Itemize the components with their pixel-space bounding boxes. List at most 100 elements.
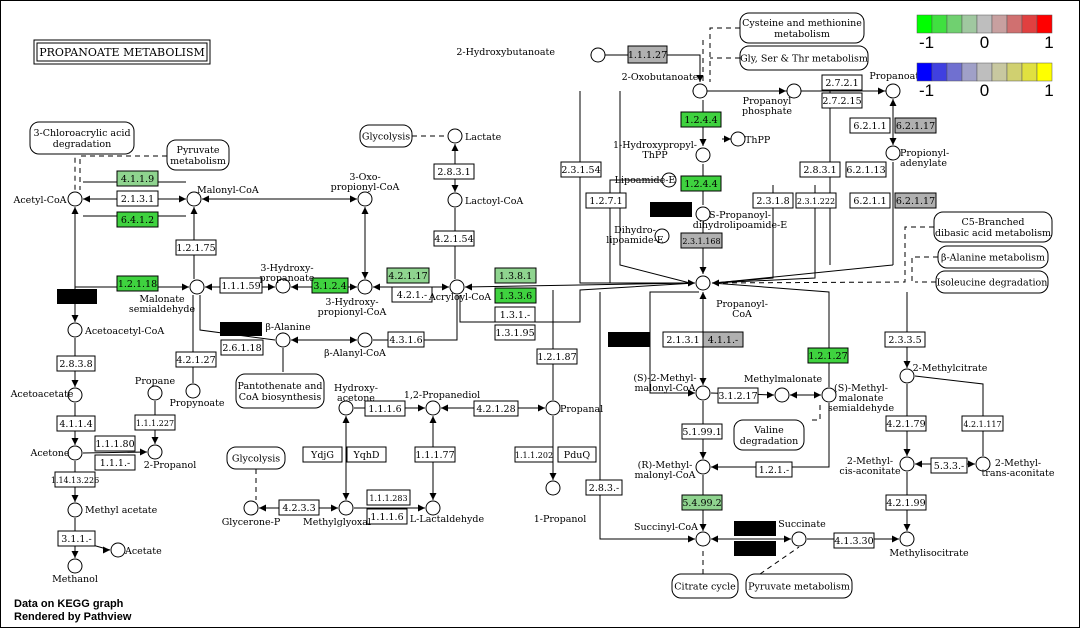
enzyme-box[interactable] [849, 117, 891, 134]
enzyme-1-1-1-6[interactable]: 1.1.1.6 [364, 400, 406, 417]
enzyme-4-2-1-27[interactable]: 4.2.1.27 [175, 351, 217, 368]
compound-node[interactable] [67, 445, 83, 461]
compound-node[interactable] [695, 531, 711, 547]
map-link-m10[interactable]: Glycolysis [226, 446, 286, 470]
compound-node[interactable] [447, 192, 463, 208]
enzyme-box[interactable] [57, 530, 96, 547]
enzyme-6-2-1-17[interactable]: 6.2.1.17 [894, 117, 937, 134]
enzyme-box[interactable] [536, 348, 578, 365]
compound-node[interactable] [821, 387, 837, 403]
compound-node[interactable] [899, 456, 915, 472]
enzyme-box[interactable] [821, 74, 863, 91]
enzyme-1-3-8-1[interactable]: 1.3.8.1 [494, 267, 537, 284]
enzyme-3-1-2-4[interactable]: 3.1.2.4 [311, 277, 349, 294]
compound-node[interactable] [590, 47, 606, 63]
enzyme-1-1-1-77[interactable]: 1.1.1.77 [414, 446, 456, 463]
compound-node[interactable] [975, 456, 991, 472]
enzyme-box[interactable] [473, 400, 519, 417]
enzyme-box[interactable] [627, 45, 668, 64]
map-link-m12[interactable]: Citrate cycle [671, 573, 739, 599]
enzyme-1-1-1-202[interactable]: 1.1.1.202 [514, 446, 554, 463]
enzyme-box[interactable] [494, 267, 537, 284]
enzyme-box[interactable] [346, 446, 387, 463]
enzyme-box[interactable] [680, 232, 723, 249]
enzyme-1-2-7-1[interactable]: 1.2.7.1 [585, 192, 627, 209]
map-box[interactable] [739, 45, 869, 71]
compound-node[interactable] [695, 206, 711, 222]
enzyme-box[interactable] [364, 400, 406, 417]
enzyme-box[interactable] [894, 192, 937, 209]
enzyme-4-1-3-30[interactable]: 4.1.3.30 [833, 532, 875, 549]
enzyme-box[interactable] [680, 175, 722, 192]
compound-node[interactable] [791, 531, 807, 547]
compound-node[interactable] [449, 279, 465, 295]
enzyme-box[interactable] [366, 508, 408, 525]
compound-node[interactable] [110, 542, 126, 558]
compound-node[interactable] [243, 500, 259, 516]
enzyme-6-2-1-13[interactable]: 6.2.1.13 [845, 161, 887, 178]
enzyme-4-2-1-99[interactable]: 4.2.1.99 [885, 494, 927, 511]
enzyme-PduQ[interactable]: PduQ [557, 446, 597, 463]
enzyme-2-3-1-8[interactable]: 2.3.1.8 [752, 192, 794, 209]
enzyme-4-2-1-17[interactable]: 4.2.1.17 [386, 267, 430, 284]
enzyme-1-1-1-27[interactable]: 1.1.1.27 [627, 45, 668, 64]
enzyme-1-3-3-6[interactable]: 1.3.3.6 [494, 287, 537, 304]
enzyme-1-2-4-4[interactable]: 1.2.4.4 [680, 111, 722, 128]
compound-node[interactable] [147, 444, 163, 460]
map-box[interactable] [739, 12, 865, 44]
enzyme-1-2-1-27[interactable]: 1.2.1.27 [807, 347, 849, 364]
compound-node[interactable] [357, 332, 373, 348]
compound-node[interactable] [885, 83, 901, 99]
enzyme-box[interactable] [116, 190, 159, 207]
enzyme-4-1-1-9[interactable]: 4.1.1.9 [116, 170, 159, 187]
enzyme-YdjG[interactable]: YdjG [302, 446, 343, 463]
enzyme-box[interactable] [175, 239, 217, 256]
enzyme-box[interactable] [795, 192, 837, 209]
enzyme-box[interactable] [807, 347, 849, 364]
compound-node[interactable] [425, 500, 441, 516]
enzyme-4-3-1-6[interactable]: 4.3.1.6 [387, 331, 425, 348]
map-box[interactable] [745, 573, 853, 599]
enzyme-box[interactable] [56, 355, 96, 372]
enzyme-box[interactable] [134, 414, 176, 431]
map-box[interactable] [226, 446, 286, 470]
enzyme-4-1-1--[interactable]: 4.1.1.- [702, 331, 744, 348]
enzyme-2-7-2-1[interactable]: 2.7.2.1 [821, 74, 863, 91]
compound-node[interactable] [338, 500, 354, 516]
enzyme-box[interactable] [433, 230, 475, 247]
compound-node[interactable] [695, 147, 711, 163]
enzyme-box[interactable] [54, 471, 96, 488]
enzyme-box[interactable] [116, 275, 159, 292]
enzyme-4-2-1--[interactable]: 4.2.1.- [391, 286, 433, 303]
enzyme-2-3-3-5[interactable]: 2.3.3.5 [884, 331, 926, 348]
enzyme-box[interactable] [799, 161, 841, 178]
compound-node[interactable] [67, 387, 83, 403]
enzyme-box[interactable] [702, 331, 744, 348]
compound-node[interactable] [899, 368, 915, 384]
enzyme-1-1-1-80[interactable]: 1.1.1.80 [94, 435, 136, 452]
compound-node[interactable] [275, 332, 291, 348]
enzyme-box[interactable] [94, 435, 136, 452]
enzyme-box[interactable] [116, 211, 159, 228]
enzyme-box[interactable] [220, 339, 264, 356]
enzyme-box[interactable] [930, 457, 968, 474]
enzyme-box[interactable] [717, 387, 759, 404]
enzyme-2-8-3--[interactable]: 2.8.3.- [585, 479, 623, 496]
compound-node[interactable] [189, 279, 205, 295]
enzyme-6-4-1-2[interactable]: 6.4.1.2 [116, 211, 159, 228]
compound-node[interactable] [425, 400, 441, 416]
enzyme-box[interactable] [219, 277, 263, 294]
enzyme-box[interactable] [894, 117, 937, 134]
compound-node[interactable] [357, 279, 373, 295]
enzyme-box[interactable] [681, 494, 723, 511]
enzyme-1-1-1--[interactable]: 1.1.1.- [94, 454, 136, 471]
enzyme-box[interactable] [116, 170, 159, 187]
enzyme-4-2-1-54[interactable]: 4.2.1.54 [433, 230, 475, 247]
enzyme-3-1-2-17[interactable]: 3.1.2.17 [717, 387, 759, 404]
enzyme-1-2-1-87[interactable]: 1.2.1.87 [536, 348, 578, 365]
enzyme-1-3-1-95[interactable]: 1.3.1.95 [494, 324, 536, 341]
map-link-m7[interactable]: β-Alanine metabolism [937, 245, 1049, 269]
